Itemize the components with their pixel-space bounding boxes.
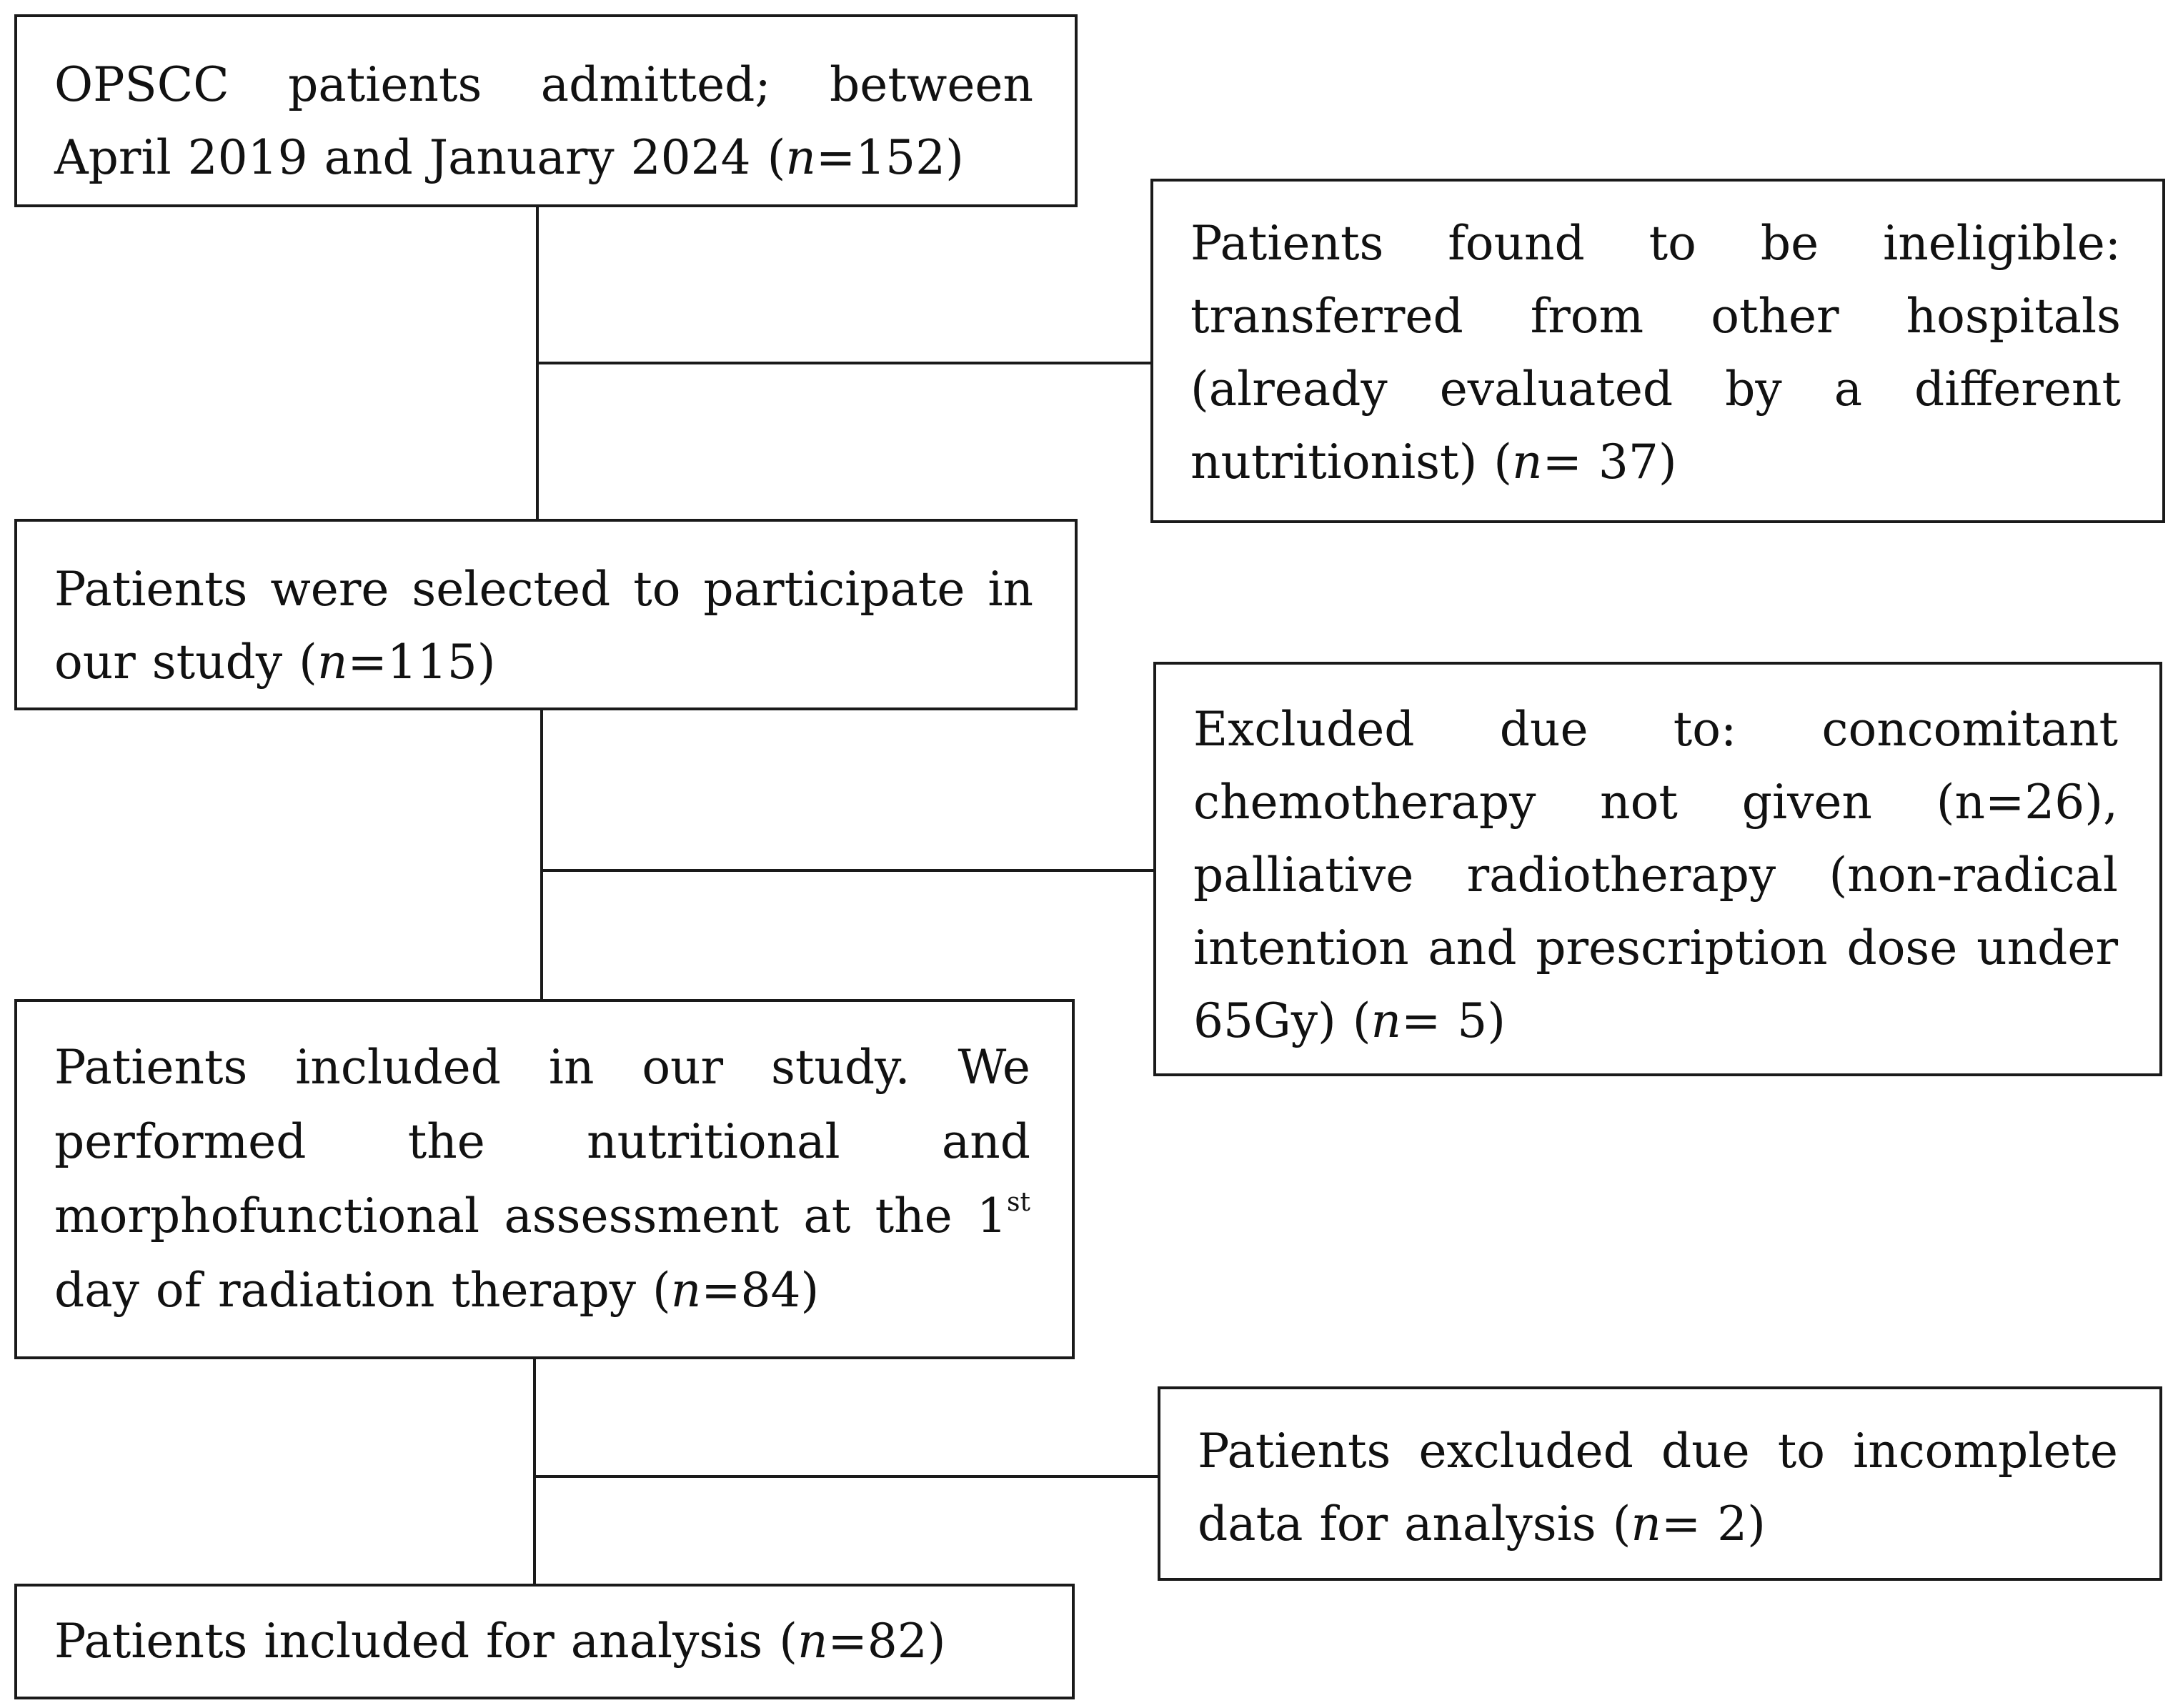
box-text-line: performed the nutritional and: [54, 1105, 1030, 1179]
box-excluded-incomplete: Patients excluded due to incomplete data …: [1158, 1386, 2162, 1581]
box-included: Patients included in our study. We perfor…: [14, 999, 1075, 1359]
variable-n: n: [797, 1614, 828, 1669]
box-text-line: 65Gy) (n= 5): [1193, 985, 2118, 1058]
variable-n: n: [317, 635, 348, 690]
box-text: Patients included for analysis (: [54, 1614, 797, 1669]
box-text-line: data for analysis (n= 2): [1198, 1488, 2118, 1561]
box-count: =152): [815, 130, 964, 185]
box-text: (already evaluated by a different: [1190, 362, 2121, 417]
box-count: = 5): [1401, 993, 1506, 1048]
connector-vertical-2: [540, 709, 543, 1001]
ordinal-suffix: st: [1007, 1188, 1030, 1217]
variable-n: n: [1371, 993, 1401, 1048]
variable-n: n: [1512, 435, 1543, 490]
box-text-line: morphofunctional assessment at the 1st: [54, 1179, 1030, 1253]
box-count: = 2): [1661, 1496, 1766, 1551]
box-text: our study (: [54, 635, 317, 690]
box-text-line: OPSCC patients admitted; between: [54, 49, 1033, 121]
box-text: Excluded due to: concomitant: [1193, 702, 2118, 757]
box-text-line: Patients included for analysis (n=82): [54, 1605, 1030, 1678]
box-text: OPSCC patients admitted; between: [54, 57, 1033, 112]
box-text-line: transferred from other hospitals: [1190, 280, 2121, 353]
box-text: performed the nutritional and: [54, 1114, 1030, 1169]
box-text: chemotherapy not given (n=26),: [1193, 775, 2118, 830]
variable-n: n: [1631, 1496, 1661, 1551]
box-text-line: palliative radiotherapy (non-radical: [1193, 839, 2118, 912]
box-text-line: our study (n=115): [54, 626, 1033, 699]
box-text-line: Patients found to be ineligible:: [1190, 207, 2121, 280]
box-count: =82): [827, 1614, 946, 1669]
box-text: April 2019 and January 2024 (: [54, 130, 786, 185]
box-text-line: April 2019 and January 2024 (n=152): [54, 121, 1033, 194]
box-text: Patients found to be ineligible:: [1190, 216, 2121, 271]
variable-n: n: [785, 130, 816, 185]
box-text: data for analysis (: [1198, 1496, 1631, 1551]
box-ineligible: Patients found to be ineligible: transfer…: [1150, 179, 2165, 523]
box-text-line: day of radiation therapy (n=84): [54, 1253, 1030, 1328]
box-text-line: Excluded due to: concomitant: [1193, 693, 2118, 766]
box-text: Patients were selected to participate in: [54, 562, 1033, 617]
connector-horizontal-3: [534, 1475, 1159, 1478]
box-text: Patients excluded due to incomplete: [1198, 1424, 2118, 1479]
box-text-line: Patients included in our study. We: [54, 1031, 1030, 1105]
box-text: intention and prescription dose under: [1193, 920, 2118, 975]
connector-horizontal-2: [542, 869, 1156, 872]
box-selected: Patients were selected to participate in…: [14, 519, 1078, 710]
box-text-line: chemotherapy not given (n=26),: [1193, 766, 2118, 839]
box-text-line: (already evaluated by a different: [1190, 353, 2121, 426]
connector-horizontal-1: [537, 362, 1153, 364]
box-text-line: Patients excluded due to incomplete: [1198, 1415, 2118, 1488]
variable-n: n: [670, 1263, 702, 1318]
box-text-line: intention and prescription dose under: [1193, 912, 2118, 985]
box-count: =84): [701, 1263, 820, 1318]
box-text: nutritionist) (: [1190, 435, 1513, 490]
box-count: =115): [347, 635, 496, 690]
connector-vertical-3: [533, 1358, 536, 1585]
box-text: transferred from other hospitals: [1190, 289, 2121, 344]
box-text: palliative radiotherapy (non-radical: [1193, 848, 2118, 903]
box-text-line: Patients were selected to participate in: [54, 553, 1033, 626]
box-text: 65Gy) (: [1193, 993, 1371, 1048]
box-text: Patients included in our study. We: [54, 1040, 1030, 1095]
box-text-line: nutritionist) (n= 37): [1190, 426, 2121, 499]
box-text: morphofunctional assessment at the 1: [54, 1188, 1008, 1243]
box-excluded-chemo: Excluded due to: concomitant chemotherapy…: [1153, 662, 2162, 1076]
box-analysis: Patients included for analysis (n=82): [14, 1584, 1075, 1699]
box-text: day of radiation therapy (: [54, 1263, 671, 1318]
box-count: = 37): [1542, 435, 1677, 490]
